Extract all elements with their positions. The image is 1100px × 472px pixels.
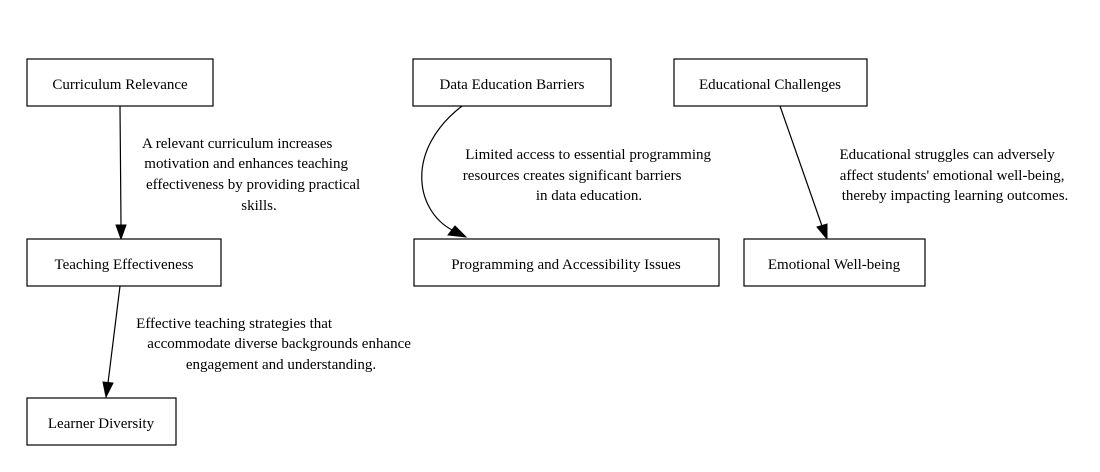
node-curriculum-relevance: Curriculum Relevance — [26, 58, 214, 107]
edge-label-line: effectiveness by providing practical — [146, 177, 360, 193]
node-label: Educational Challenges — [699, 77, 841, 93]
edge-barriers-to-programming — [421, 105, 468, 238]
node-label: Emotional Well-being — [768, 257, 901, 273]
node-label: Learner Diversity — [48, 416, 155, 432]
node-programming-accessibility: Programming and Accessibility Issues — [413, 238, 720, 287]
edge-label-curriculum-to-teaching: A relevant curriculum increases motivati… — [142, 136, 364, 214]
edge-label-line: engagement and understanding. — [186, 357, 376, 373]
edge-curriculum-to-teaching — [115, 105, 127, 241]
node-educational-challenges: Educational Challenges — [673, 58, 868, 107]
node-label: Teaching Effectiveness — [54, 257, 193, 273]
edge-label-line: Limited access to essential programming — [465, 147, 711, 163]
edge-label-line: resources creates significant barriers — [463, 168, 682, 184]
edge-label-line: affect students' emotional well-being, — [840, 168, 1065, 184]
edge-label-line: Educational struggles can adversely — [839, 147, 1055, 163]
edge-label-line: accommodate diverse backgrounds enhance — [147, 336, 411, 352]
edge-label-line: motivation and enhances teaching — [144, 156, 348, 172]
edge-challenges-to-wellbeing — [779, 105, 828, 241]
node-data-education-barriers: Data Education Barriers — [412, 58, 612, 107]
edge-teaching-to-diversity — [102, 285, 121, 399]
node-learner-diversity: Learner Diversity — [26, 397, 177, 446]
node-label: Curriculum Relevance — [52, 77, 188, 93]
edge-label-line: thereby impacting learning outcomes. — [842, 188, 1069, 204]
node-emotional-wellbeing: Emotional Well-being — [743, 238, 926, 287]
node-teaching-effectiveness: Teaching Effectiveness — [26, 238, 222, 287]
edge-label-challenges-to-wellbeing: Educational struggles can adversely affe… — [839, 147, 1068, 204]
node-label: Programming and Accessibility Issues — [451, 257, 681, 273]
edge-label-line: Effective teaching strategies that — [136, 316, 333, 332]
edge-label-line: in data education. — [536, 188, 642, 204]
edge-label-teaching-to-diversity: Effective teaching strategies that accom… — [136, 316, 415, 373]
node-label: Data Education Barriers — [440, 77, 585, 93]
edge-label-barriers-to-programming: Limited access to essential programming … — [463, 147, 715, 204]
edge-label-line: skills. — [241, 198, 276, 214]
edge-label-line: A relevant curriculum increases — [142, 136, 332, 152]
